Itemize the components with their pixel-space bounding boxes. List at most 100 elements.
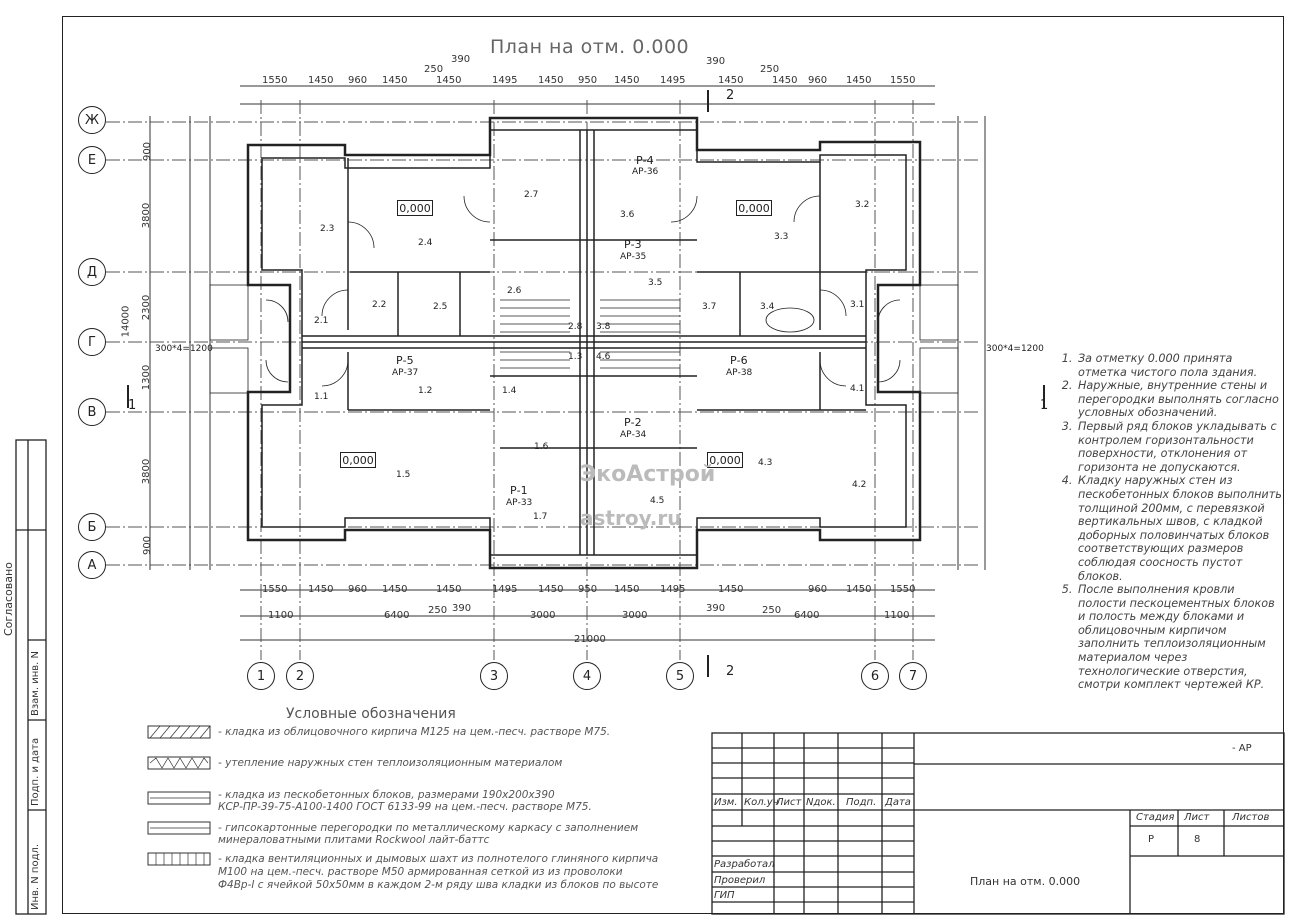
- legend-item: Ф4Вр-I с ячейкой 50х50мм в каждом 2-м ря…: [218, 879, 659, 891]
- axis-letter-b: Б: [78, 513, 106, 541]
- axis-letter-d: Д: [78, 258, 106, 286]
- dim-top: 960: [348, 75, 368, 86]
- section-mark: 1: [128, 398, 137, 413]
- porch-dim: 300*4=1200: [986, 344, 1044, 354]
- note-item: За отметку 0.000 принята отметка чистого…: [1076, 352, 1282, 379]
- watermark-site: astroy.ru: [580, 506, 682, 530]
- dim-top: 1550: [262, 75, 288, 86]
- dim-bottom-small: 390: [452, 603, 472, 614]
- tb-header-list: Лист: [776, 797, 802, 808]
- legend-title: Условные обозначения: [286, 706, 456, 722]
- legend-item: М100 на цем.-песч. растворе М50 армирова…: [218, 866, 623, 878]
- dim-bottom-total: 1100: [268, 610, 294, 621]
- tb-checked: Проверил: [714, 875, 766, 886]
- dim-bottom: 1450: [614, 584, 640, 595]
- dim-top: 1450: [718, 75, 744, 86]
- floor-level-mark: 0,000: [707, 452, 743, 468]
- room-number: 1.1: [314, 392, 329, 402]
- tb-sheet-title: План на отм. 0.000: [970, 875, 1081, 888]
- dim-top-extra: 390: [451, 54, 471, 65]
- tb-sheet: 8: [1194, 834, 1201, 845]
- dim-top: 1450: [538, 75, 564, 86]
- dim-top-extra: 390: [706, 56, 726, 67]
- riser-ref: АР-36: [632, 167, 659, 177]
- axis-letter-v: В: [78, 398, 106, 426]
- axis-number-6: 6: [861, 662, 889, 690]
- dim-top: 960: [808, 75, 828, 86]
- riser-ref: АР-37: [392, 368, 419, 378]
- room-number: 4.3: [758, 458, 773, 468]
- dim-bottom: 1550: [262, 584, 288, 595]
- room-number: 4.6: [596, 352, 611, 362]
- riser-name: Р-3: [624, 238, 642, 251]
- dim-bottom-small: 390: [706, 603, 726, 614]
- room-number: 2.5: [433, 302, 448, 312]
- drawing-frame: [62, 16, 1284, 914]
- dim-bottom: 1450: [538, 584, 564, 595]
- room-number: 3.4: [760, 302, 775, 312]
- room-number: 2.4: [418, 238, 433, 248]
- dim-bottom: 1450: [382, 584, 408, 595]
- section-mark: 1: [1040, 398, 1049, 413]
- dim-left: 900: [142, 141, 154, 162]
- dim-bottom-total: 1100: [884, 610, 910, 621]
- dim-top: 250: [424, 64, 444, 75]
- axis-letter-e: Е: [78, 146, 106, 174]
- tb-header-kol: Кол.уч: [744, 797, 779, 808]
- plan-title: План на отм. 0.000: [490, 36, 690, 58]
- dim-top: 250: [760, 64, 780, 75]
- note-item: После выполнения кровли полости пескоцем…: [1076, 583, 1282, 692]
- room-number: 3.2: [855, 200, 870, 210]
- room-number: 3.7: [702, 302, 717, 312]
- watermark-brand: ЭкоАстрой: [580, 462, 716, 487]
- dim-top: 1450: [308, 75, 334, 86]
- room-number: 2.8: [568, 322, 583, 332]
- dim-top: 950: [578, 75, 598, 86]
- axis-number-5: 5: [666, 662, 694, 690]
- legend-item: - кладка из облицовочного кирпича М125 н…: [218, 726, 611, 738]
- dim-bottom-total: 21000: [574, 634, 606, 645]
- riser-ref: АР-33: [506, 498, 533, 508]
- porch-dim: 300*4=1200: [155, 344, 213, 354]
- room-number: 4.5: [650, 496, 665, 506]
- tb-stage-header: Стадия: [1136, 812, 1175, 823]
- room-number: 2.6: [507, 286, 522, 296]
- axis-number-1: 1: [247, 662, 275, 690]
- dim-bottom: 960: [348, 584, 368, 595]
- room-number: 3.1: [850, 300, 865, 310]
- floor-level-mark: 0,000: [340, 452, 376, 468]
- dim-bottom-total: 3000: [622, 610, 648, 621]
- dim-bottom: 1495: [492, 584, 518, 595]
- general-notes: За отметку 0.000 принята отметка чистого…: [1062, 352, 1282, 692]
- dim-top: 1550: [890, 75, 916, 86]
- room-number: 3.8: [596, 322, 611, 332]
- dim-bottom: 1450: [718, 584, 744, 595]
- room-number: 2.1: [314, 316, 329, 326]
- dim-left: 3800: [141, 458, 153, 485]
- dim-top: 1450: [846, 75, 872, 86]
- axis-number-2: 2: [286, 662, 314, 690]
- axis-letter-zh: Ж: [78, 106, 106, 134]
- legend-item: - гипсокартонные перегородки по металлич…: [218, 822, 639, 834]
- room-number: 2.2: [372, 300, 387, 310]
- riser-name: Р-4: [636, 154, 654, 167]
- room-number: 4.2: [852, 480, 867, 490]
- room-number: 1.2: [418, 386, 433, 396]
- room-number: 2.3: [320, 224, 335, 234]
- dim-bottom-small: 250: [428, 605, 448, 616]
- riser-ref: АР-38: [726, 368, 753, 378]
- doc-code: - АР: [1232, 743, 1252, 754]
- tb-developed: Разработал: [714, 859, 775, 870]
- room-number: 1.5: [396, 470, 411, 480]
- riser-ref: АР-35: [620, 252, 647, 262]
- dim-bottom: 1450: [846, 584, 872, 595]
- dim-left: 1300: [141, 364, 153, 391]
- tb-stage: Р: [1148, 834, 1155, 845]
- note-item: Первый ряд блоков укладывать с контролем…: [1076, 420, 1282, 474]
- dim-top: 1495: [492, 75, 518, 86]
- tb-header-izm: Изм.: [714, 797, 738, 808]
- legend-item: - утепление наружных стен теплоизоляцион…: [218, 757, 563, 769]
- dim-left: 2300: [141, 294, 153, 321]
- room-number: 1.3: [568, 352, 583, 362]
- legend-item: - кладка вентиляционных и дымовых шахт и…: [218, 853, 659, 865]
